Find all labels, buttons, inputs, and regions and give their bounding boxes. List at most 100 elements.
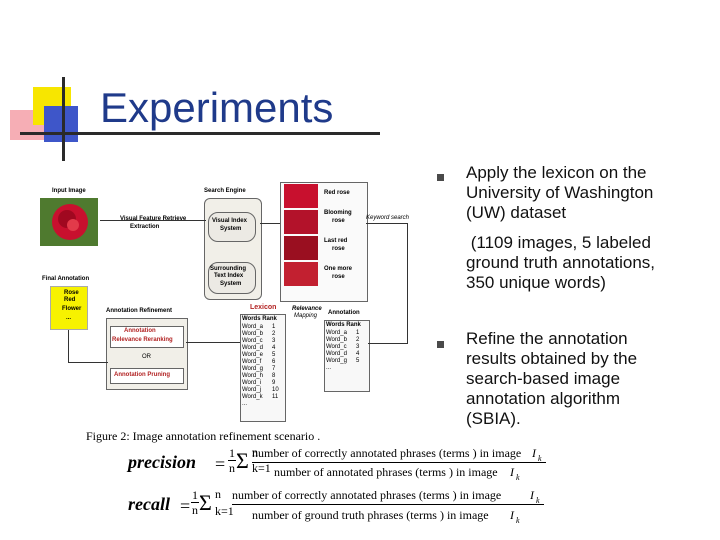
lexicon-word: Word_h	[242, 373, 263, 380]
lexicon-word: Word_e	[242, 352, 263, 359]
lexicon-word: Word_c	[242, 338, 263, 345]
bullet-2-line-5: (SBIA).	[466, 409, 521, 429]
final-word-1: Rose	[64, 290, 79, 297]
result-image-3	[284, 236, 318, 260]
lexicon-word: Word_k	[242, 394, 263, 401]
precision-num-ik: I	[532, 446, 536, 461]
lexicon-rank: 10	[272, 387, 279, 394]
refinement-diagram: Input Image Search Engine Visual Feature…	[28, 182, 408, 422]
pruning-label: Annotation Pruning	[114, 372, 170, 379]
recall-label: recall	[128, 494, 170, 515]
result-label-3a: Last red	[324, 238, 347, 245]
arrow-lexicon-refine	[186, 342, 240, 343]
lexicon-rank: 8	[272, 373, 275, 380]
search-engine-label: Search Engine	[204, 188, 246, 195]
or-label: OR	[142, 354, 151, 361]
input-rose-image	[40, 198, 98, 246]
annotation-rank: 4	[356, 351, 359, 358]
bullet-1-line-1: Apply the lexicon on the	[466, 163, 647, 183]
arrow-up-final	[68, 330, 69, 362]
result-label-2b: rose	[332, 218, 345, 225]
arrow-from-keyword	[368, 343, 408, 344]
lexicon-word: Word_d	[242, 345, 263, 352]
annotation-word: Word_a	[326, 330, 347, 337]
lexicon-rank: 4	[272, 345, 275, 352]
bullet-1-line-3: (UW) dataset	[466, 203, 566, 223]
result-label-4a: One more	[324, 266, 352, 273]
precision-main-line	[252, 462, 546, 463]
extraction-label: Extraction	[130, 224, 159, 231]
recall-num-ik: I	[530, 488, 534, 503]
final-word-4: ...	[66, 315, 71, 322]
lexicon-rank: 9	[272, 380, 275, 387]
final-word-3: Flower	[62, 306, 81, 313]
title-decoration-blue	[44, 106, 78, 142]
arrow-to-search	[100, 220, 206, 221]
lexicon-rank: 5	[272, 352, 275, 359]
precision-numerator: number of correctly annotated phrases (t…	[252, 446, 521, 461]
recall-sum-lower: k=1	[215, 504, 234, 519]
relevance-mapping-label-b: Mapping	[294, 313, 317, 320]
result-image-2	[284, 210, 318, 234]
annotation-list-header: Words Rank	[326, 322, 361, 329]
lexicon-rank: 2	[272, 331, 275, 338]
lexicon-label: Lexicon	[250, 304, 276, 311]
lexicon-rank: 6	[272, 359, 275, 366]
precision-equals: =	[215, 454, 225, 475]
annotation-word: ...	[326, 365, 331, 372]
visual-index-system-label: System	[220, 226, 241, 233]
result-image-4	[284, 262, 318, 286]
bullet-1-line-2: University of Washington	[466, 183, 653, 203]
input-image-label: Input Image	[52, 188, 86, 195]
recall-one: 1	[192, 488, 198, 503]
annotation-rank: 3	[356, 344, 359, 351]
precision-label: precision	[128, 452, 196, 473]
annotation-word: Word_d	[326, 351, 347, 358]
precision-den-ik: I	[510, 465, 514, 480]
result-label-3b: rose	[332, 246, 345, 253]
lexicon-rank: 11	[272, 394, 278, 401]
recall-sigma: Σ	[199, 490, 212, 516]
bullet-2-line-4: annotation algorithm	[466, 389, 620, 409]
bullet-2-line-1: Refine the annotation	[466, 329, 628, 349]
reranking-label-a: Annotation	[124, 328, 156, 335]
recall-den-k: k	[516, 516, 520, 525]
slide-title: Experiments	[100, 84, 333, 132]
recall-den-ik: I	[510, 508, 514, 523]
recall-main-line	[232, 504, 544, 505]
bullet-marker-2	[437, 341, 444, 348]
annotation-word: Word_c	[326, 344, 347, 351]
arrow-keyword-top	[366, 223, 408, 224]
keyword-search-label: Keyword search	[366, 215, 409, 222]
lexicon-word: Word_j	[242, 387, 261, 394]
arrow-to-results	[260, 223, 280, 224]
bullet-2-line-2: results obtained by the	[466, 349, 637, 369]
lexicon-rank: 3	[272, 338, 275, 345]
precision-denominator: number of annotated phrases (terms ) in …	[274, 465, 498, 480]
annotation-rank: 5	[356, 358, 359, 365]
bullet-1-line-4: (1109 images, 5 labeled	[466, 233, 651, 253]
lexicon-rank: 7	[272, 366, 275, 373]
bullet-2-line-3: search-based image	[466, 369, 620, 389]
bullet-1-line-5: ground truth annotations,	[466, 253, 655, 273]
lexicon-header: Words Rank	[242, 316, 277, 323]
result-label-2a: Blooming	[324, 210, 352, 217]
result-label-1: Red rose	[324, 190, 350, 197]
surrounding-label: Surrounding	[210, 266, 246, 273]
lexicon-word: Word_i	[242, 380, 261, 387]
precision-one: 1	[229, 446, 235, 461]
precision-sigma: Σ	[236, 448, 249, 474]
annotation-rank: 1	[356, 330, 359, 337]
annotation-word: Word_b	[326, 337, 347, 344]
recall-numerator: number of correctly annotated phrases (t…	[232, 488, 501, 503]
precision-den-k: k	[516, 473, 520, 482]
relevance-mapping-label-a: Relevance	[292, 306, 322, 313]
title-underline	[20, 132, 380, 135]
lexicon-word: Word_b	[242, 331, 263, 338]
arrow-keyword-right	[407, 223, 408, 343]
annotation-list-label: Annotation	[328, 310, 360, 317]
metrics-formulas: precision = 1 n Σ n k=1 number of correc…	[128, 444, 548, 534]
lexicon-word: Word_f	[242, 359, 261, 366]
recall-denominator: number of ground truth phrases (terms ) …	[252, 508, 489, 523]
recall-sum-upper: n	[215, 487, 221, 502]
